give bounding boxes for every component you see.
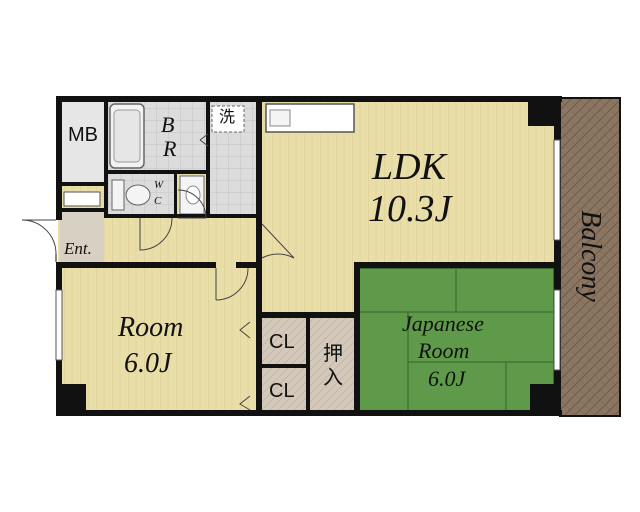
japanese-room-label-1: Japanese	[402, 311, 484, 336]
balcony-label: Balcony	[575, 210, 606, 302]
doors	[21, 133, 295, 411]
room-floor	[60, 268, 256, 412]
closet-2-label: CL	[269, 380, 295, 402]
bath-label-b: B	[161, 112, 175, 137]
kitchen-counter	[265, 103, 355, 133]
japanese-room-label-2: Room	[418, 338, 470, 363]
oshiire-label-1: 押	[323, 341, 343, 365]
oshiire-area	[310, 318, 356, 412]
entrance-label: Ent.	[64, 239, 92, 258]
closet-1-area	[262, 318, 306, 364]
oshiire-label-2: 入	[323, 365, 343, 389]
closet-1-label: CL	[269, 331, 295, 353]
wc-label-w: W	[154, 179, 164, 191]
entrance-floor	[60, 212, 104, 264]
ldk-label: LDK	[372, 146, 446, 188]
mb-area	[60, 102, 104, 184]
bath-label-r: R	[163, 136, 177, 161]
mb-label: MB	[68, 124, 98, 146]
room-size: 6.0J	[124, 348, 172, 379]
balcony-area	[559, 97, 621, 417]
washer-space	[211, 105, 245, 133]
toilet-bowl	[125, 184, 151, 206]
japanese-room-size: 6.0J	[428, 366, 466, 391]
closet-2-area	[262, 368, 306, 412]
washer-label: 洗	[219, 107, 236, 126]
walls	[56, 96, 562, 416]
toilet-tank	[111, 179, 125, 211]
kitchen-sink	[269, 109, 291, 127]
wc-label-c: C	[154, 195, 162, 207]
room-label: Room	[118, 312, 184, 343]
ldk-size: 10.3J	[368, 188, 452, 230]
